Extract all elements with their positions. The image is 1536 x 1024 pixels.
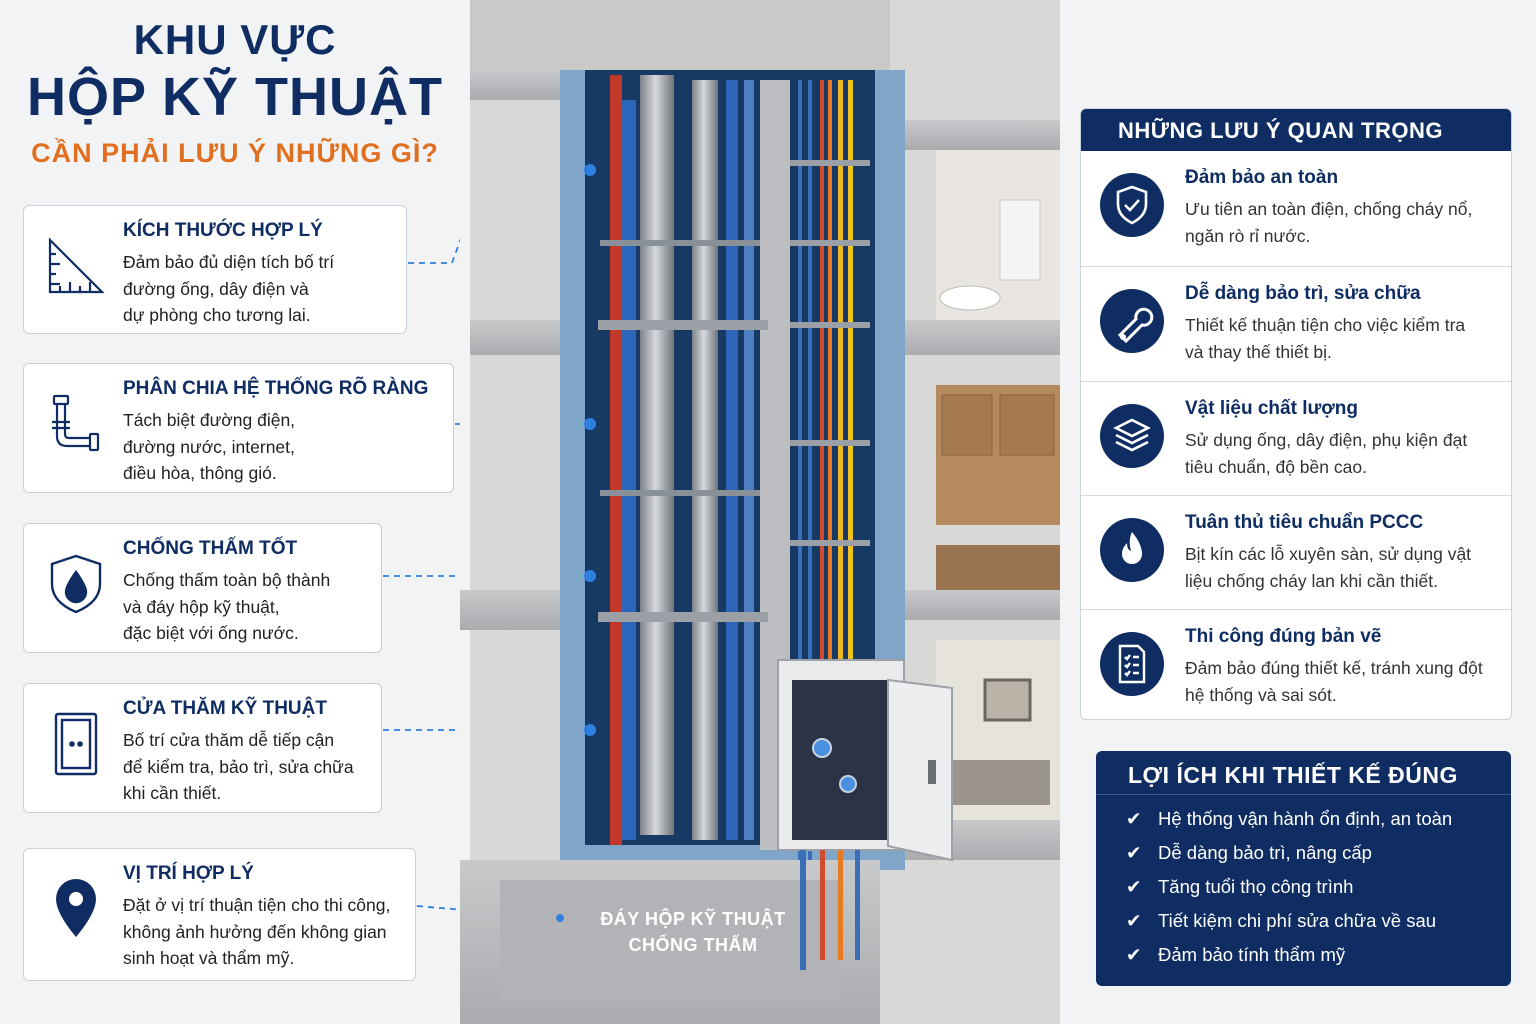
note-title: Tuân thủ tiêu chuẩn PCCC xyxy=(1185,512,1424,533)
benefit-item: ✔ Dễ dàng bảo trì, nâng cấp xyxy=(1126,842,1372,864)
benefit-text: Hệ thống vận hành ổn định, an toàn xyxy=(1158,808,1453,829)
note-item-fire-code: Tuân thủ tiêu chuẩn PCCC Bịt kín các lỗ … xyxy=(1081,495,1511,609)
note-body: Thiết kế thuận tiện cho việc kiểm tra và… xyxy=(1185,315,1466,362)
card-waterproof: CHỐNG THẤM TỐT Chống thấm toàn bộ thành … xyxy=(23,523,382,653)
ruler-icon xyxy=(46,234,106,298)
card-body: Chống thấm toàn bộ thành và đáy hộp kỹ t… xyxy=(123,570,331,643)
flame-icon xyxy=(1100,518,1164,582)
benefits-panel: LỢI ÍCH KHI THIẾT KẾ ĐÚNG ✔ Hệ thống vận … xyxy=(1096,751,1511,986)
document-icon xyxy=(1100,632,1164,696)
benefit-item: ✔ Đảm bảo tính thẩm mỹ xyxy=(1126,944,1345,966)
card-heading: VỊ TRÍ HỢP LÝ xyxy=(123,863,254,884)
card-access-door: CỬA THĂM KỸ THUẬT Bố trí cửa thăm dễ tiế… xyxy=(23,683,382,813)
wrench-icon xyxy=(1100,289,1164,353)
check-icon: ✔ xyxy=(1126,842,1142,863)
card-location: VỊ TRÍ HỢP LÝ Đặt ở vị trí thuận tiện ch… xyxy=(23,848,416,981)
note-title: Vật liệu chất lượng xyxy=(1185,398,1358,419)
note-title: Thi công đúng bản vẽ xyxy=(1185,626,1382,647)
check-icon: ✔ xyxy=(1126,944,1142,965)
card-separation: PHÂN CHIA HỆ THỐNG RÕ RÀNG Tách biệt đườ… xyxy=(23,363,454,493)
page-title: KHU VỰC HỘP KỸ THUẬT CẦN PHẢI LƯU Ý NHỮN… xyxy=(20,14,450,178)
title-line-3: CẦN PHẢI LƯU Ý NHỮNG GÌ? xyxy=(31,138,439,168)
pipe-icon xyxy=(46,392,106,456)
water-shield-icon xyxy=(46,552,106,616)
technical-shaft-illustration: ĐÁY HỘP KỸ THUẬT CHỐNG THẤM xyxy=(460,0,1060,1024)
benefit-text: Tiết kiệm chi phí sửa chữa về sau xyxy=(1158,910,1437,931)
basin-label-line-1: ĐÁY HỘP KỸ THUẬT xyxy=(600,909,786,929)
card-body: Tách biệt đường điện, đường nước, intern… xyxy=(123,410,296,483)
card-heading: KÍCH THƯỚC HỢP LÝ xyxy=(123,220,323,241)
card-heading: CỬA THĂM KỸ THUẬT xyxy=(123,698,327,719)
check-icon: ✔ xyxy=(1126,876,1142,897)
card-heading: CHỐNG THẤM TỐT xyxy=(123,538,298,559)
card-body: Đặt ở vị trí thuận tiện cho thi công, kh… xyxy=(123,895,391,968)
basin-label: ĐÁY HỘP KỸ THUẬT CHỐNG THẤM xyxy=(578,906,808,958)
door-icon xyxy=(46,712,106,776)
check-icon: ✔ xyxy=(1126,808,1142,829)
notes-heading: NHỮNG LƯU Ý QUAN TRỌNG xyxy=(1081,109,1511,151)
note-item-materials: Vật liệu chất lượng Sử dụng ống, dây điệ… xyxy=(1081,381,1511,495)
note-item-drawings: Thi công đúng bản vẽ Đảm bảo đúng thiết … xyxy=(1081,609,1511,719)
title-line-2: HỘP KỸ THUẬT xyxy=(26,67,444,127)
benefit-item: ✔ Tiết kiệm chi phí sửa chữa về sau xyxy=(1126,910,1436,932)
title-line-1: KHU VỰC xyxy=(133,16,337,63)
note-item-maintenance: Dễ dàng bảo trì, sửa chữa Thiết kế thuận… xyxy=(1081,266,1511,380)
note-body: Đảm bảo đúng thiết kế, tránh xung đột hệ… xyxy=(1185,658,1483,705)
card-size: KÍCH THƯỚC HỢP LÝ Đảm bảo đủ diện tích b… xyxy=(23,205,407,334)
check-icon: ✔ xyxy=(1126,910,1142,931)
benefit-text: Đảm bảo tính thẩm mỹ xyxy=(1158,944,1346,965)
card-body: Đảm bảo đủ diện tích bố trí đường ống, d… xyxy=(123,252,335,325)
note-title: Dễ dàng bảo trì, sửa chữa xyxy=(1185,283,1421,304)
benefit-text: Tăng tuổi thọ công trình xyxy=(1158,876,1354,897)
shield-check-icon xyxy=(1100,173,1164,237)
benefit-item: ✔ Tăng tuổi thọ công trình xyxy=(1126,876,1353,898)
benefits-divider xyxy=(1096,794,1511,795)
card-body: Bố trí cửa thăm dễ tiếp cận để kiểm tra,… xyxy=(123,730,354,803)
important-notes-panel: NHỮNG LƯU Ý QUAN TRỌNG Đảm bảo an toàn Ư… xyxy=(1080,108,1512,720)
note-body: Bịt kín các lỗ xuyên sàn, sử dụng vật li… xyxy=(1185,544,1472,591)
benefit-item: ✔ Hệ thống vận hành ổn định, an toàn xyxy=(1126,808,1452,830)
location-pin-icon xyxy=(46,877,106,941)
benefits-heading: LỢI ÍCH KHI THIẾT KẾ ĐÚNG xyxy=(1128,762,1458,788)
note-body: Ưu tiên an toàn điện, chống cháy nổ, ngă… xyxy=(1185,199,1473,246)
card-heading: PHÂN CHIA HỆ THỐNG RÕ RÀNG xyxy=(123,378,429,399)
note-title: Đảm bảo an toàn xyxy=(1185,167,1339,188)
note-item-safety: Đảm bảo an toàn Ưu tiên an toàn điện, ch… xyxy=(1081,151,1511,265)
basin-label-line-2: CHỐNG THẤM xyxy=(628,935,758,955)
benefit-text: Dễ dàng bảo trì, nâng cấp xyxy=(1158,842,1372,863)
note-body: Sử dụng ống, dây điện, phụ kiện đạt tiêu… xyxy=(1185,430,1468,477)
layers-icon xyxy=(1100,404,1164,468)
